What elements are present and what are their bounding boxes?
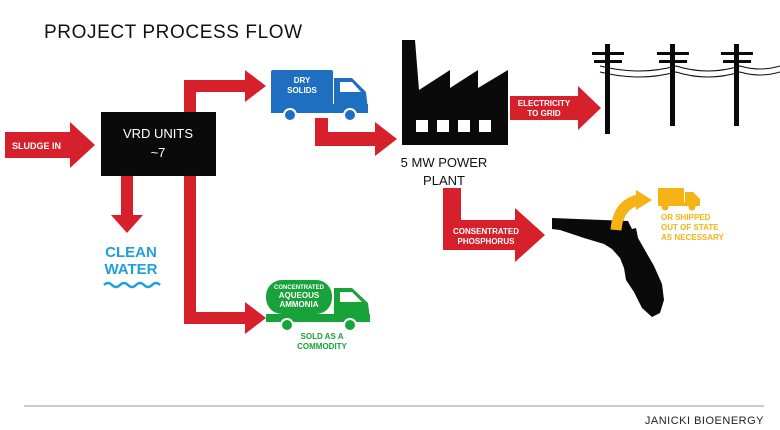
plant-to-phosphorus-arrow bbox=[443, 188, 545, 262]
florida-map-icon bbox=[552, 218, 664, 317]
tanker-truck-icon bbox=[266, 280, 370, 332]
sludge-in-label: SLUDGE IN bbox=[12, 141, 61, 151]
solids-to-plant-arrow bbox=[315, 118, 397, 156]
used-locally-label-2: LOCALLY bbox=[556, 254, 594, 263]
vrd-units-label: VRD UNITS bbox=[123, 126, 193, 141]
sludge-in-arrow bbox=[5, 122, 95, 168]
power-pole-icon bbox=[592, 44, 780, 134]
dump-truck-icon bbox=[271, 70, 368, 122]
ammonia-label-1: CONCENTRATED bbox=[274, 285, 325, 291]
footer-brand: JANICKI BIOENERGY bbox=[645, 415, 764, 427]
dry-solids-label-2: SOLIDS bbox=[287, 86, 317, 95]
shipped-label-3: AS NECESSARY bbox=[661, 233, 724, 242]
page-title: PROJECT PROCESS FLOW bbox=[44, 22, 303, 43]
shipped-label-1: OR SHIPPED bbox=[661, 213, 711, 222]
electricity-label-1: ELECTRICITY bbox=[518, 99, 571, 108]
commodity-label-2: COMMODITY bbox=[297, 342, 347, 351]
power-plant-label-1: 5 MW POWER bbox=[401, 155, 488, 170]
clean-water-label-1: CLEAN bbox=[105, 244, 157, 261]
vrd-to-water-arrow bbox=[111, 176, 143, 233]
vrd-units-count: ~7 bbox=[151, 145, 166, 160]
phosphorus-label-1: CONSENTRATED bbox=[453, 227, 519, 236]
ammonia-label-2: AQUEOUS bbox=[279, 291, 320, 300]
shipped-label-2: OUT OF STATE bbox=[661, 223, 719, 232]
power-plant-label-2: PLANT bbox=[423, 173, 465, 188]
clean-water-label-2: WATER bbox=[104, 261, 157, 278]
commodity-label-1: SOLD AS A bbox=[301, 332, 344, 341]
vrd-units-box bbox=[101, 112, 216, 176]
plant-to-grid-arrow bbox=[510, 86, 601, 130]
factory-windows bbox=[416, 120, 491, 132]
electricity-label-2: TO GRID bbox=[527, 109, 560, 118]
used-locally-label-1: USED bbox=[556, 244, 578, 253]
box-truck-icon bbox=[658, 188, 700, 211]
vrd-to-solids-arrow bbox=[184, 70, 266, 112]
ammonia-label-3: AMMONIA bbox=[279, 300, 318, 309]
florida-to-shipping-arrow bbox=[610, 190, 652, 231]
vrd-to-ammonia-arrow bbox=[184, 176, 266, 334]
dry-solids-label-1: DRY bbox=[294, 76, 311, 85]
wave-icon bbox=[103, 281, 161, 289]
factory-icon bbox=[402, 40, 508, 145]
phosphorus-label-2: PHOSPHORUS bbox=[458, 237, 516, 246]
